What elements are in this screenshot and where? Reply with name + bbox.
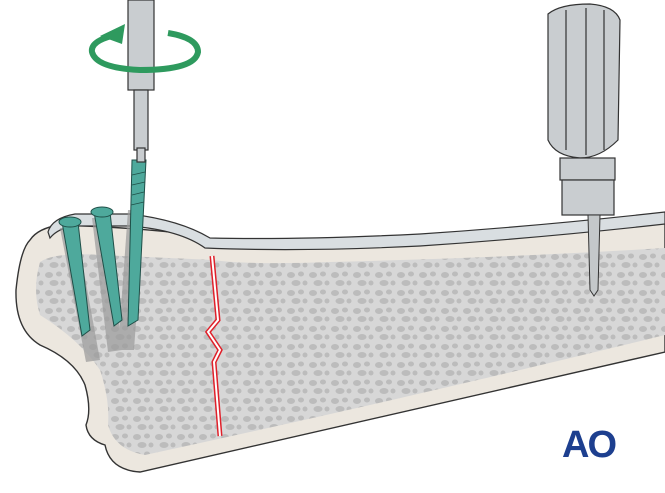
ao-logo: AO	[562, 424, 617, 466]
plate	[47, 211, 665, 251]
rotation-arrow-icon	[88, 24, 202, 74]
screwdriver-left	[127, 0, 155, 163]
bone-cancellous	[36, 248, 665, 455]
screws	[58, 159, 147, 337]
screwdriver-right	[547, 3, 621, 216]
screw-right	[587, 214, 601, 297]
